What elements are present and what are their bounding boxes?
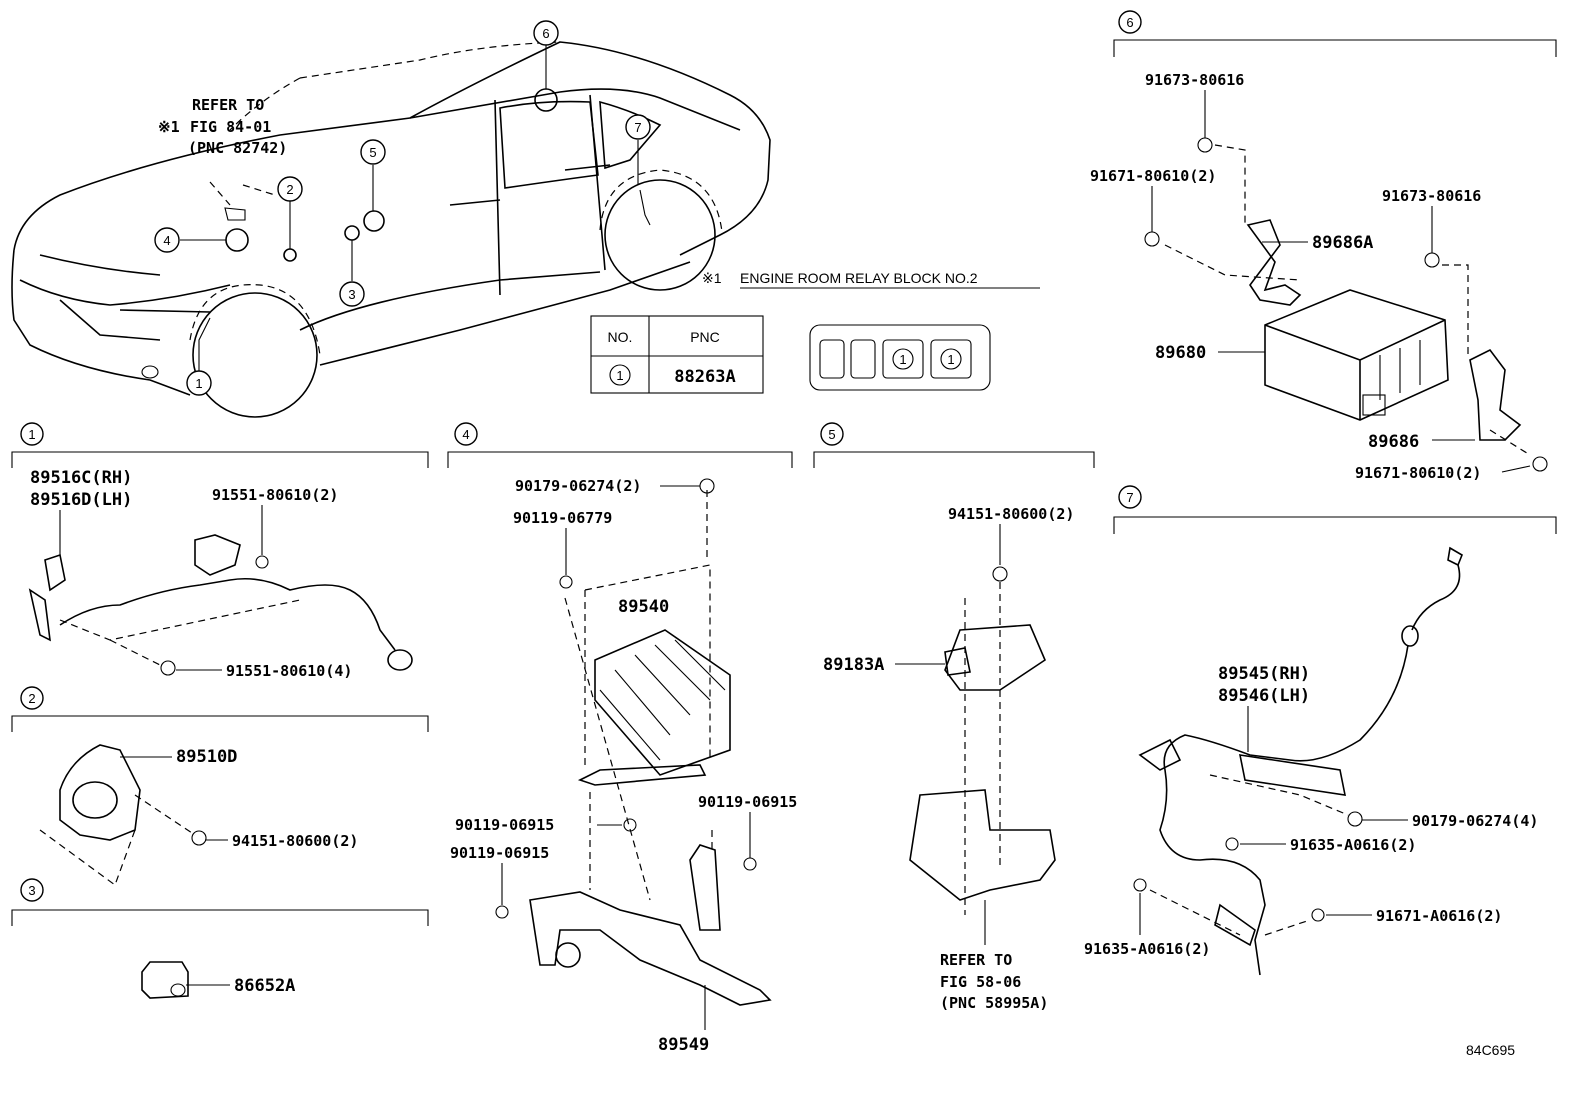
svg-text:1: 1 — [195, 376, 202, 391]
label-89540: 89540 — [618, 597, 669, 617]
svg-text:※1: ※1 — [702, 270, 722, 286]
car-callout-5[interactable]: 5 — [360, 139, 386, 165]
label-86652a: 86652A — [234, 976, 295, 996]
label-89516c: 89516C(RH) — [30, 468, 132, 488]
car-callout-1[interactable]: 1 — [186, 370, 212, 396]
label-90119-06915-a: 90119-06915 — [455, 816, 554, 834]
label-89183a: 89183A — [823, 655, 884, 675]
refer-bottom-line3: (PNC 58995A) — [940, 994, 1048, 1012]
section-2: 2 89510D 94151-80600(2) — [11, 686, 429, 886]
svg-text:(PNC 82742): (PNC 82742) — [188, 139, 287, 157]
section-4: 4 90179-06274(2) 90119-06779 89540 90119… — [447, 422, 797, 1055]
svg-text:2: 2 — [286, 182, 293, 197]
svg-text:5: 5 — [369, 145, 376, 160]
label-91551-4: 91551-80610(4) — [226, 662, 352, 680]
section-7: 7 89545(RH) 89546(LH) 90179-06274(4) 916… — [1084, 485, 1557, 976]
refer-bottom-line1: REFER TO — [940, 951, 1012, 969]
svg-text:ENGINE ROOM RELAY BLOCK NO.2: ENGINE ROOM RELAY BLOCK NO.2 — [740, 270, 978, 286]
car-callout-4[interactable]: 4 — [154, 227, 180, 253]
pnc-table-header-pnc: PNC — [690, 329, 720, 345]
label-91635-b: 91635-A0616(2) — [1084, 940, 1210, 958]
section-5: 5 94151-80600(2) 89183A REFER TO FIG 58-… — [813, 422, 1095, 1012]
section-6: 6 91673-80616 91671-80610(2) 89686A 9167… — [1090, 10, 1557, 482]
label-91673-a: 91673-80616 — [1145, 71, 1244, 89]
svg-text:3: 3 — [28, 883, 35, 898]
svg-text:1: 1 — [947, 352, 954, 367]
car-callout-6[interactable]: 6 — [533, 20, 559, 46]
label-90179-4: 90179-06274(4) — [1412, 812, 1538, 830]
car-callout-3[interactable]: 3 — [339, 281, 365, 307]
pnc-table-header-no: NO. — [608, 329, 633, 345]
pnc-table-no: 1 — [616, 368, 623, 383]
label-89516d: 89516D(LH) — [30, 490, 132, 510]
label-91551-2: 91551-80610(2) — [212, 486, 338, 504]
pnc-table-pnc: 88263A — [674, 367, 735, 387]
svg-text:6: 6 — [542, 26, 549, 41]
relay-block-icon: 1 1 — [809, 324, 991, 391]
svg-text:REFER TO: REFER TO — [192, 96, 264, 114]
svg-text:※1: ※1 — [158, 118, 180, 136]
label-89680: 89680 — [1155, 343, 1206, 363]
label-89549: 89549 — [658, 1035, 709, 1055]
car-callout-7[interactable]: 7 — [625, 114, 651, 140]
car-overview: 1 2 3 4 5 6 7 — [11, 20, 771, 418]
pnc-table: NO. PNC 1 88263A — [590, 315, 764, 394]
label-91671-a: 91671-80610(2) — [1090, 167, 1216, 185]
svg-text:4: 4 — [163, 233, 170, 248]
label-89545: 89545(RH) — [1218, 664, 1310, 684]
label-89686a: 89686A — [1312, 233, 1373, 253]
label-91635-a: 91635-A0616(2) — [1290, 836, 1416, 854]
label-89546: 89546(LH) — [1218, 686, 1310, 706]
section-3: 3 86652A — [11, 878, 429, 999]
svg-text:FIG 84-01: FIG 84-01 — [190, 118, 271, 136]
section-1: 1 89516C(RH) 89516D(LH) 91551-80610(2) 9… — [11, 422, 429, 680]
refer-bottom-line2: FIG 58-06 — [940, 973, 1021, 991]
svg-text:1: 1 — [28, 427, 35, 442]
label-90119-06915-c: 90119-06915 — [698, 793, 797, 811]
label-94151-2-s5: 94151-80600(2) — [948, 505, 1074, 523]
svg-text:3: 3 — [348, 287, 355, 302]
label-90119-06779: 90119-06779 — [513, 509, 612, 527]
refer-note-top[interactable]: REFER TO ※1 FIG 84-01 (PNC 82742) — [158, 96, 287, 157]
car-callout-2[interactable]: 2 — [277, 176, 303, 202]
label-94151-2: 94151-80600(2) — [232, 832, 358, 850]
label-89686: 89686 — [1368, 432, 1419, 452]
svg-text:1: 1 — [899, 352, 906, 367]
label-91673-b: 91673-80616 — [1382, 187, 1481, 205]
label-90179-2: 90179-06274(2) — [515, 477, 641, 495]
svg-text:2: 2 — [28, 691, 35, 706]
label-90119-06915-b: 90119-06915 — [450, 844, 549, 862]
svg-text:7: 7 — [634, 120, 641, 135]
svg-text:5: 5 — [828, 427, 835, 442]
svg-text:6: 6 — [1126, 15, 1133, 30]
label-89510d: 89510D — [176, 747, 237, 767]
figure-code: 84C695 — [1466, 1042, 1515, 1058]
label-91671-b: 91671-80610(2) — [1355, 464, 1481, 482]
svg-text:7: 7 — [1126, 490, 1133, 505]
label-91671-c: 91671-A0616(2) — [1376, 907, 1502, 925]
engine-room-note: ※1 ENGINE ROOM RELAY BLOCK NO.2 — [702, 270, 1040, 289]
svg-text:4: 4 — [462, 427, 469, 442]
